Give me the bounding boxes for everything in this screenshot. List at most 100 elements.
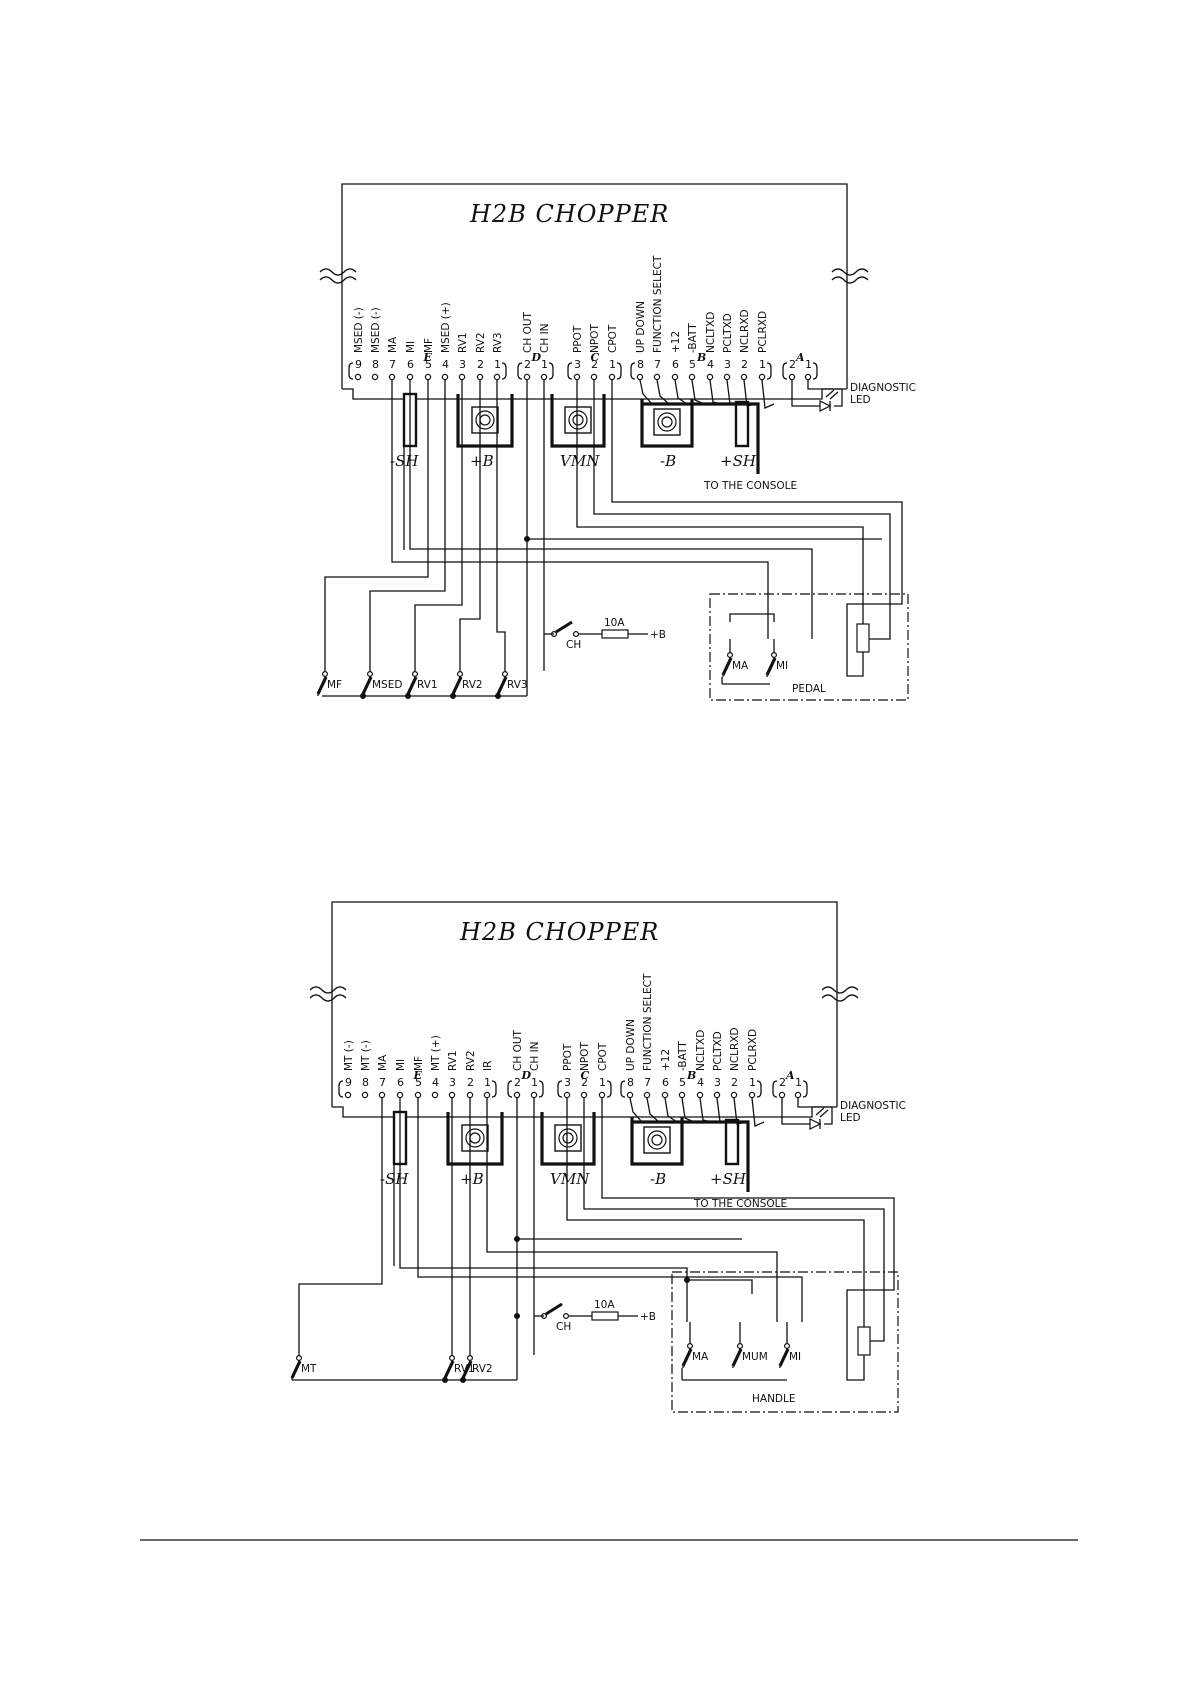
- switch-rv2-contact: [456, 671, 463, 678]
- connector-e-pin-contact: [388, 373, 396, 381]
- switch-mt-label: MT: [301, 1363, 317, 1375]
- switch-rv1-blade: [406, 676, 418, 695]
- handle-potentiometer: [857, 1326, 871, 1356]
- switch-mi-label: MI: [776, 660, 788, 672]
- mt-feed-wire: [298, 1098, 383, 1320]
- connector-b-pin-label: -BATT: [687, 323, 699, 353]
- connector-e-pin-label: MA: [377, 1054, 389, 1071]
- switch-mi-blade: [778, 1348, 790, 1367]
- connector-e-pin-number: 8: [372, 358, 379, 371]
- connector-e-pin-number: 9: [345, 1076, 352, 1089]
- connector-e-pin-contact: [458, 373, 466, 381]
- console-bus-wire: [656, 379, 670, 405]
- console-bus-wire: [699, 1097, 713, 1123]
- connector-d-pin-contact: [530, 1091, 538, 1099]
- connector-e-pin-number: 2: [467, 1076, 474, 1089]
- connector-e-bracket-left: [338, 1080, 344, 1098]
- console-bus-wire: [726, 379, 739, 405]
- connector-e-pin-label: MF: [413, 1056, 425, 1071]
- switch-rv3-blade: [496, 676, 508, 695]
- switch-msed-label: MSED: [372, 679, 402, 691]
- connector-a-group-letter: A: [795, 351, 805, 364]
- connector-a-pin-contact: [788, 373, 796, 381]
- connector-e-bracket-left: [348, 362, 354, 380]
- connector-e-pin-contact: [396, 1091, 404, 1099]
- terminal-minus-b-nut-hole: [651, 1134, 663, 1146]
- connector-e-pin-number: 5: [415, 1076, 422, 1089]
- connector-b-pin-number: 3: [724, 358, 731, 371]
- switch-mf-blade: [316, 676, 328, 695]
- connector-e-group-letter: E: [423, 351, 433, 364]
- connector-b-pin-contact: [706, 373, 714, 381]
- connector-b-pin-number: 4: [707, 358, 714, 371]
- connector-c-pin-contact: [563, 1091, 571, 1099]
- connector-b-pin-number: 3: [714, 1076, 721, 1089]
- connector-b-pin-number: 6: [662, 1076, 669, 1089]
- connector-e-pin-number: 4: [432, 1076, 439, 1089]
- console-label: TO THE CONSOLE: [703, 480, 797, 492]
- connector-b-pin-number: 8: [637, 358, 644, 371]
- switch-ma-label: MA: [732, 660, 749, 672]
- connector-e-pin-contact: [354, 373, 362, 381]
- switch-rv1-contact: [411, 671, 418, 678]
- minus-b-label: -B: [660, 452, 676, 470]
- mi-wire: [417, 1098, 803, 1322]
- switch-mt-blade: [290, 1360, 302, 1379]
- connector-c-bracket-left: [567, 362, 573, 380]
- connector-b-pin-label: UP DOWN: [635, 301, 647, 353]
- connector-d-pin-number: 2: [514, 1076, 521, 1089]
- led-wire-a1: [797, 1098, 833, 1125]
- connector-b-pin-number: 1: [749, 1076, 756, 1089]
- connector-e-pin-number: 9: [355, 358, 362, 371]
- connector-c-pin-number: 1: [609, 358, 616, 371]
- terminal-plus-sh: [734, 400, 750, 448]
- terminal-vmn-nut-hole: [572, 414, 584, 426]
- key-switch-blade: [555, 620, 573, 634]
- led-ray-1: [815, 1107, 825, 1116]
- handle-enclosure: [671, 1271, 899, 1413]
- connector-e-pin-label: RV1: [447, 1050, 459, 1071]
- connector-b-bracket-right: [756, 1080, 762, 1098]
- connector-b-pin-contact: [671, 373, 679, 381]
- switch-feed-wire: [369, 380, 446, 599]
- connector-e-pin-label: MI: [405, 341, 417, 353]
- plus-b-label: +B: [460, 1170, 484, 1188]
- console-bus-wire: [664, 1097, 678, 1123]
- connector-e-pin-label: RV3: [492, 332, 504, 353]
- console-bus-wire: [751, 1097, 765, 1127]
- connector-e-pin-label: MF: [423, 338, 435, 353]
- connector-b-pin-contact: [748, 1091, 756, 1099]
- connector-a-group-letter: A: [785, 1069, 795, 1082]
- connector-c-bracket-left: [557, 1080, 563, 1098]
- connector-b-pin-label: NCLTXD: [695, 1030, 707, 1071]
- connector-b-pin-contact: [661, 1091, 669, 1099]
- console-bus-wire: [674, 379, 688, 405]
- connector-b-pin-number: 4: [697, 1076, 704, 1089]
- console-label: TO THE CONSOLE: [693, 1198, 787, 1210]
- connector-a-pin-contact: [804, 373, 812, 381]
- connector-e-pin-label: MT (-): [343, 1040, 355, 1071]
- connector-b-pin-contact: [653, 373, 661, 381]
- connector-e-pin-number: 1: [484, 1076, 491, 1089]
- switch-mum-blade: [731, 1348, 743, 1367]
- switch-ma-contact: [687, 1343, 694, 1350]
- connector-d-pin-label: CH IN: [539, 323, 551, 353]
- switch-rv2-contact: [467, 1355, 474, 1362]
- connector-e-group-letter: E: [413, 1069, 423, 1082]
- connector-b-pin-number: 2: [731, 1076, 738, 1089]
- connector-e-pin-contact: [414, 1091, 422, 1099]
- connector-a-pin-number: 2: [779, 1076, 786, 1089]
- connector-b-pin-contact: [626, 1091, 634, 1099]
- switch-feed-wire: [324, 380, 429, 585]
- connector-e-bracket-right: [491, 1080, 497, 1098]
- connector-e-pin-number: 4: [442, 358, 449, 371]
- junction-dot: [360, 693, 367, 700]
- right-break-symbol: [831, 268, 869, 284]
- left-break-symbol: [309, 986, 347, 1002]
- connector-c-pin-number: 2: [591, 358, 598, 371]
- key-switch-label: CH: [556, 1321, 571, 1333]
- connector-e-pin-number: 6: [397, 1076, 404, 1089]
- cpot-wire: [611, 380, 903, 677]
- fuse-supply-label: +B: [640, 1311, 656, 1323]
